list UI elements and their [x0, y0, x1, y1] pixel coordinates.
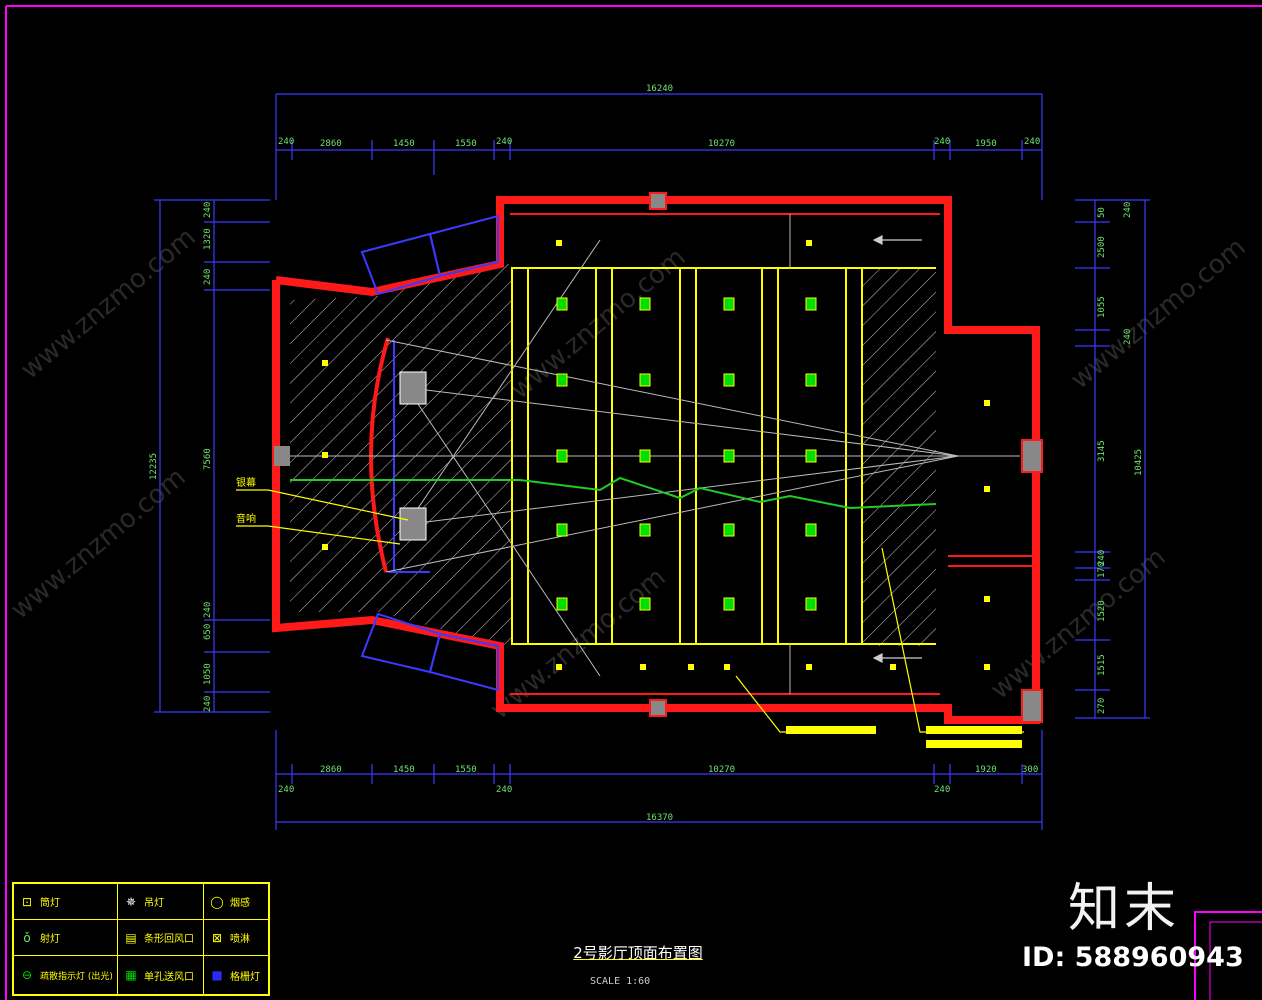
legend-item: ✵ 吊灯 — [118, 884, 204, 920]
legend-label: 吊灯 — [144, 898, 164, 909]
svg-text:2860: 2860 — [320, 139, 342, 149]
svg-text:10270: 10270 — [708, 139, 735, 149]
svg-text:240: 240 — [496, 785, 512, 795]
svg-text:2860: 2860 — [320, 765, 342, 775]
svg-text:1550: 1550 — [455, 139, 477, 149]
svg-text:1520: 1520 — [1097, 600, 1107, 622]
svg-text:240: 240 — [1097, 550, 1107, 566]
svg-text:240: 240 — [203, 269, 213, 285]
svg-text:12235: 12235 — [149, 453, 159, 480]
svg-text:240: 240 — [934, 785, 950, 795]
legend-label: 喷淋 — [230, 934, 250, 945]
grille-icon: ▤ — [125, 930, 137, 945]
svg-text:650: 650 — [203, 624, 213, 640]
svg-text:www.znzmo.com: www.znzmo.com — [5, 462, 191, 625]
dimension-lines — [154, 93, 1150, 830]
svg-text:240: 240 — [203, 602, 213, 618]
square-dot-icon: ⊡ — [21, 894, 33, 909]
sight-lines — [290, 214, 1020, 694]
airflow-arrows — [872, 235, 922, 663]
svg-text:10270: 10270 — [708, 765, 735, 775]
legend-item: ⊡ 筒灯 — [14, 884, 118, 920]
circle-icon: ◯ — [210, 894, 224, 909]
svg-text:3145: 3145 — [1097, 440, 1107, 462]
watermark-diagonals: www.znzmo.com www.znzmo.com www.znzmo.co… — [5, 222, 1251, 725]
drawing-scale: SCALE 1:60 — [590, 976, 651, 987]
drawing-frame — [5, 5, 1262, 1000]
svg-text:240: 240 — [1024, 137, 1040, 147]
svg-text:银幕: 银幕 — [236, 476, 256, 489]
dimension-texts: 16240 240 2860 1450 1550 240 10270 240 1… — [149, 84, 1144, 823]
cross-circle-icon: ⊠ — [211, 930, 223, 945]
svg-text:10425: 10425 — [1134, 449, 1144, 476]
svg-text:16370: 16370 — [646, 813, 673, 823]
svg-text:240: 240 — [934, 137, 950, 147]
svg-text:www.znzmo.com: www.znzmo.com — [1065, 232, 1251, 395]
svg-text:1920: 1920 — [975, 765, 997, 775]
svg-text:16240: 16240 — [646, 84, 673, 94]
svg-text:240: 240 — [278, 137, 294, 147]
svg-text:1050: 1050 — [203, 663, 213, 685]
legend-table: ⊡ 筒灯 ✵ 吊灯 ◯ 烟感 ǒ 射灯 ▤ 条形回风口 ⊠ 喷淋 ⊖ 疏散指示灯… — [12, 882, 270, 996]
legend-item: ǒ 射灯 — [14, 920, 118, 956]
down-lights — [322, 240, 990, 670]
svg-text:1550: 1550 — [455, 765, 477, 775]
drawing-title: 2号影厅顶面布置图 — [573, 944, 703, 962]
vent-icon: ▦ — [125, 968, 137, 982]
legend-label: 烟感 — [230, 898, 250, 909]
speakers — [274, 192, 1043, 723]
legend-label: 疏散指示灯 (出光) — [40, 971, 113, 982]
grille-lights — [556, 297, 817, 611]
legend-item: ▤ 条形回风口 — [118, 920, 204, 956]
svg-text:1515: 1515 — [1097, 654, 1107, 676]
svg-text:170: 170 — [1097, 562, 1107, 578]
svg-text:1055: 1055 — [1097, 296, 1107, 318]
svg-text:1320: 1320 — [203, 228, 213, 250]
legend-item: ⊠ 喷淋 — [204, 920, 268, 956]
legend-label: 条形回风口 — [144, 934, 194, 945]
svg-text:240: 240 — [203, 202, 213, 218]
svg-text:300: 300 — [1022, 765, 1038, 775]
legend-label: 格栅灯 — [230, 971, 260, 983]
svg-text:240: 240 — [496, 137, 512, 147]
svg-text:7560: 7560 — [203, 448, 213, 470]
watermark-id: ID: 588960943 — [1022, 942, 1244, 973]
svg-text:1950: 1950 — [975, 139, 997, 149]
legend-label: 单孔送风口 — [144, 971, 194, 983]
svg-text:240: 240 — [278, 785, 294, 795]
callout-labels: 银幕 音响 — [236, 476, 1022, 748]
watermark-logo: 知末 — [1068, 879, 1181, 939]
legend-item: ■ 格栅灯 — [204, 956, 268, 994]
svg-text:www.znzmo.com: www.znzmo.com — [15, 222, 201, 385]
svg-text:50: 50 — [1097, 207, 1107, 218]
svg-text:240: 240 — [1123, 202, 1133, 218]
legend-item: ◯ 烟感 — [204, 884, 268, 920]
legend-item: ⊖ 疏散指示灯 (出光) — [14, 956, 118, 994]
hatched-ceiling — [290, 264, 936, 646]
svg-text:270: 270 — [1097, 698, 1107, 714]
emergency-light-icon: ⊖ — [21, 968, 33, 982]
legend-label: 筒灯 — [40, 898, 60, 909]
blue-square-icon: ■ — [211, 968, 223, 982]
svg-text:240: 240 — [203, 696, 213, 712]
svg-text:2500: 2500 — [1097, 236, 1107, 258]
svg-text:音响: 音响 — [236, 512, 256, 525]
svg-text:240: 240 — [1123, 329, 1133, 345]
legend-item: ▦ 单孔送风口 — [118, 956, 204, 994]
svg-text:1450: 1450 — [393, 765, 415, 775]
down-light-icon: ǒ — [23, 930, 31, 945]
wire-line — [290, 476, 937, 510]
legend-label: 射灯 — [40, 934, 60, 945]
svg-text:1450: 1450 — [393, 139, 415, 149]
ship-wheel-icon: ✵ — [125, 894, 137, 909]
svg-text:www.znzmo.com: www.znzmo.com — [505, 242, 691, 405]
